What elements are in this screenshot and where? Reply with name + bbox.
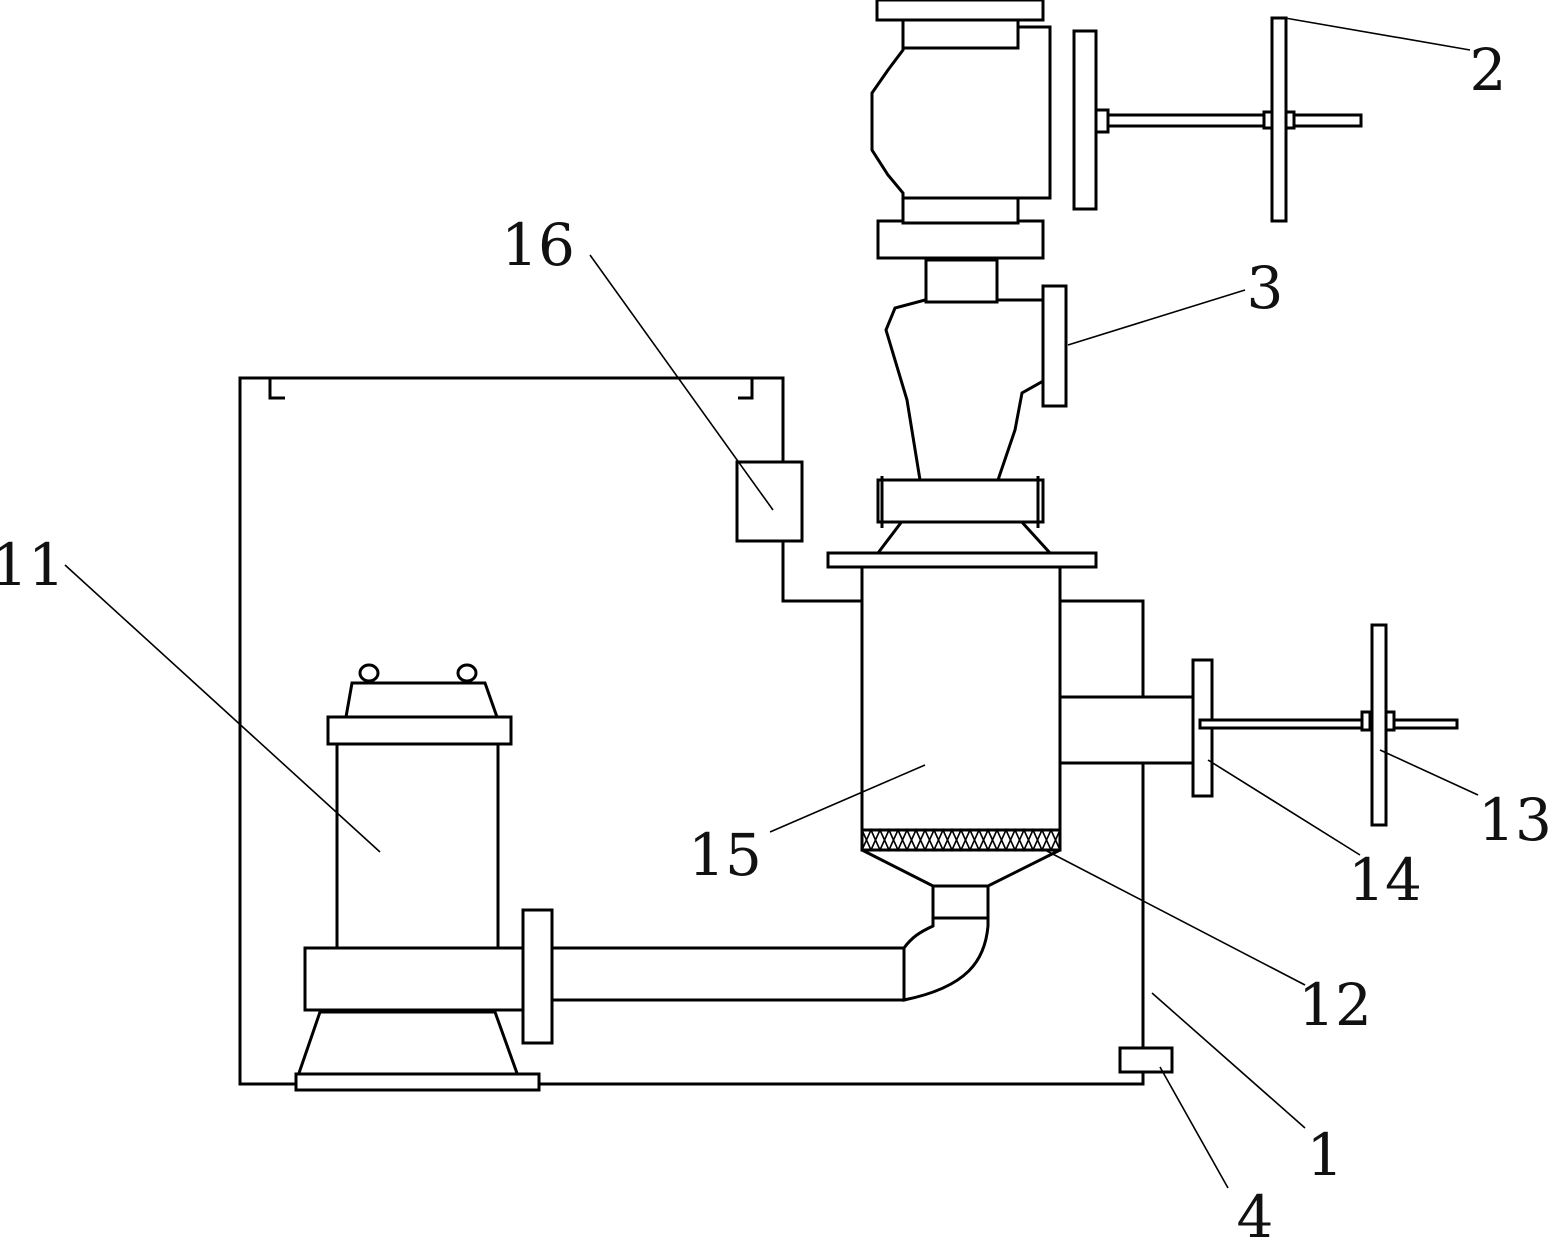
top-valve: [870, 0, 1363, 260]
label-4: 4: [1237, 1183, 1274, 1251]
filter-screen: [860, 828, 1062, 852]
outlet-pipe: [521, 884, 990, 1045]
level-sensor: [1118, 1046, 1174, 1074]
filter-vessel: [826, 518, 1098, 888]
reference-numerals: 2 3 16 11 15 13 14 12 1 4: [0, 36, 1550, 1251]
leader-lines: [64, 17, 1479, 1189]
label-2: 2: [1470, 36, 1507, 104]
label-1: 1: [1307, 1121, 1344, 1189]
label-11: 11: [0, 531, 65, 599]
submersible-pump: [294, 663, 541, 1092]
label-14: 14: [1348, 846, 1422, 914]
label-12: 12: [1298, 971, 1372, 1039]
label-13: 13: [1478, 786, 1550, 854]
label-3: 3: [1247, 254, 1284, 322]
side-outlet-valve: [1058, 623, 1459, 827]
label-16: 16: [501, 211, 575, 279]
reducer-fitting: [876, 258, 1068, 528]
label-15: 15: [688, 821, 762, 889]
